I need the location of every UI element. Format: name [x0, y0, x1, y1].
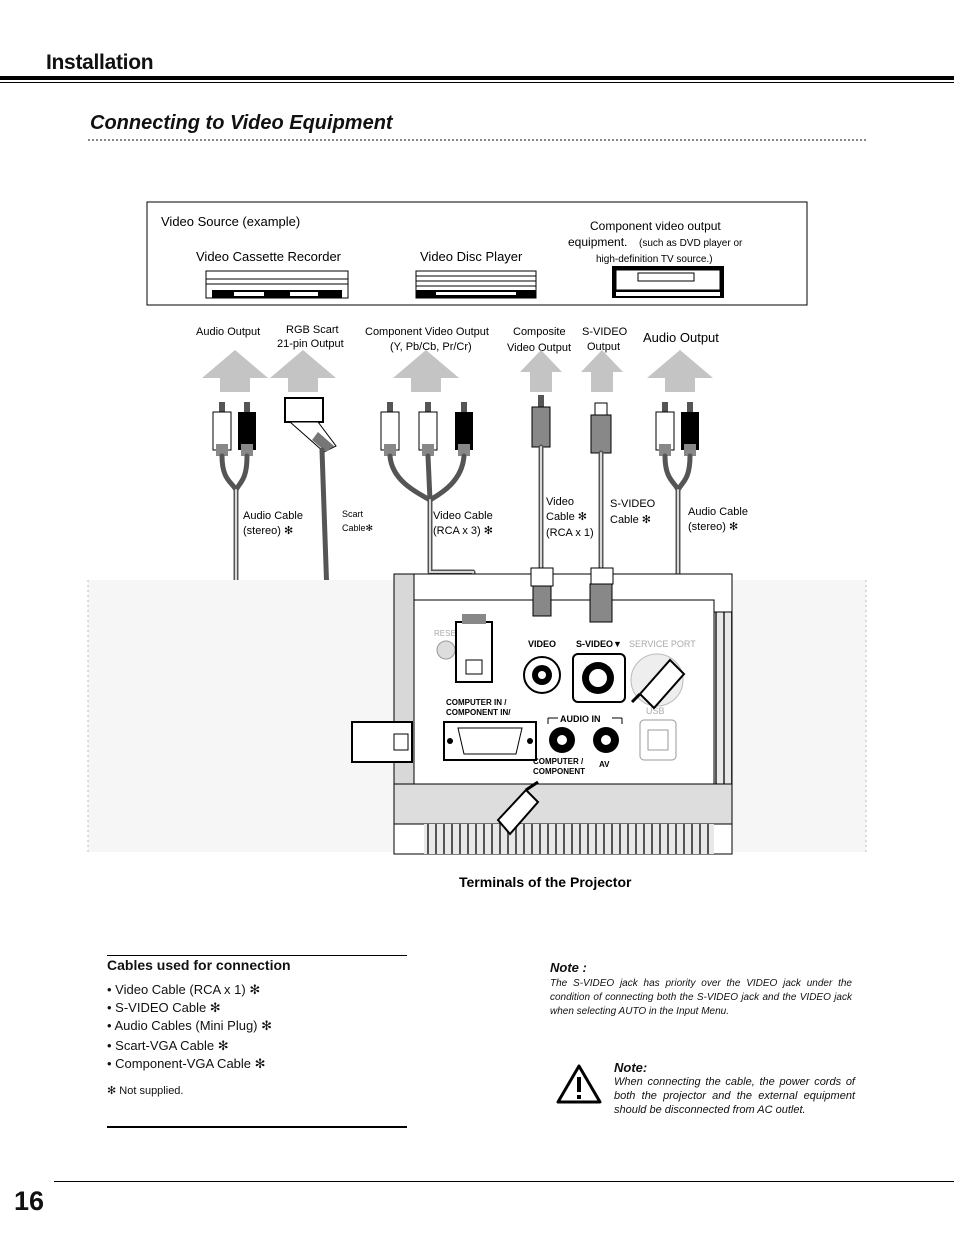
reset-label: RESET: [434, 629, 461, 638]
cable-item: • S-VIDEO Cable ✻: [107, 1000, 221, 1015]
component-equipment-line2: equipment.: [568, 235, 627, 249]
note-text-emphasis: S-VIDEO: [573, 978, 615, 989]
vcr-icon: [205, 270, 349, 299]
header-rule: [0, 76, 954, 80]
audio-cable-right-label-2: (stereo) ✻: [688, 521, 738, 533]
cable-item: • Video Cable (RCA x 1) ✻: [107, 982, 261, 997]
video-cable-rca1-label-2: Cable ✻: [546, 511, 587, 523]
component-output-label-1: Component Video Output: [365, 326, 489, 338]
svideo-connector: [589, 567, 614, 623]
audio-miniplug-service: [630, 658, 686, 710]
usb-label: USB: [646, 706, 665, 716]
computer-in-label-2: COMPONENT IN/: [446, 708, 511, 717]
cable-item: • Audio Cables (Mini Plug) ✻: [107, 1018, 273, 1033]
audio-output-label-1: Audio Output: [196, 326, 260, 338]
video-cable-rca3-label-2: (RCA x 3) ✻: [433, 525, 493, 537]
rgb-scart-label-1: RGB Scart: [286, 324, 339, 336]
audio-miniplug-bottom: [496, 780, 540, 836]
svideo-cable-label-1: S-VIDEO: [610, 498, 656, 510]
audio-in-av-jack: [593, 727, 619, 753]
audio-cable-left-label-1: Audio Cable: [243, 510, 303, 522]
page-number: 16: [14, 1186, 45, 1216]
video-cable-rca3-label-1: Video Cable: [433, 510, 493, 522]
video-cable-rca1-label-1: Video: [546, 496, 574, 508]
dvd-player-icon: [612, 266, 724, 298]
scart-vga-connector: [351, 721, 413, 763]
vcr-label: Video Cassette Recorder: [196, 249, 342, 264]
component-vga-connector: [455, 614, 493, 683]
video-jack-label: VIDEO: [528, 639, 556, 649]
note-text: The: [550, 978, 574, 989]
scart-plug: [284, 397, 337, 453]
component-equipment-note1: (such as DVD player or: [639, 238, 743, 249]
audio-cable-right-label-1: Audio Cable: [688, 506, 748, 518]
component-equipment-note2: high-definition TV source.): [596, 254, 713, 265]
svideo-jack: [572, 653, 626, 703]
audio-cable-left-label-2: (stereo) ✻: [243, 525, 293, 537]
cables-box-bottom-rule: [107, 1126, 407, 1128]
not-supplied-footnote: ✻ Not supplied.: [107, 1085, 184, 1097]
rgb-scart-label-2: 21-pin Output: [277, 338, 344, 350]
cables-list: • Video Cable (RCA x 1) ✻ • S-VIDEO Cabl…: [107, 981, 272, 1073]
svideo-jack-label: S-VIDEO▼: [576, 639, 622, 649]
scart-cable-label-1: Scart: [342, 509, 364, 519]
warning-note-heading: Note:: [614, 1060, 648, 1075]
warning-note-body: When connecting the cable, the power cor…: [614, 1076, 855, 1116]
disc-player-icon: [415, 270, 537, 299]
computer-in-label-1: COMPUTER IN /: [446, 698, 507, 707]
svideo-output-label-1: S-VIDEO: [582, 326, 628, 338]
computer-component-label-1: COMPUTER /: [533, 757, 584, 766]
note-heading: Note :: [550, 960, 587, 975]
composite-connector: [530, 567, 554, 617]
cables-heading: Cables used for connection: [107, 957, 291, 973]
connection-diagram: Video Source (example) Video Cassette Re…: [87, 201, 867, 890]
av-label: AV: [599, 760, 610, 769]
section-title: Installation: [46, 51, 154, 74]
audio-in-label: AUDIO IN: [560, 714, 601, 724]
audio-output-label-2: Audio Output: [643, 330, 719, 345]
rca-plugs-three: [380, 402, 473, 456]
svideo-cable-label-2: Cable ✻: [610, 514, 651, 526]
footer-rule: [54, 1181, 954, 1182]
cables-box-top-rule: [107, 955, 407, 956]
component-equipment-line1: Component video output: [590, 219, 721, 233]
video-source-label: Video Source (example): [161, 214, 300, 229]
service-port-label: SERVICE PORT: [629, 639, 696, 649]
scart-cable-label-2: Cable✻: [342, 523, 373, 533]
arrow-up-icon: [202, 350, 713, 392]
warning-icon: [556, 1064, 602, 1104]
composite-plug-top: [531, 395, 551, 448]
page-subtitle: Connecting to Video Equipment: [90, 112, 393, 134]
audio-plugs-left: [212, 402, 256, 456]
reset-button: [436, 640, 456, 660]
cable-item: • Scart-VGA Cable ✻: [107, 1038, 229, 1053]
video-jack: [523, 656, 561, 694]
svideo-plug-top: [590, 402, 612, 454]
disc-player-label: Video Disc Player: [420, 249, 523, 264]
video-cable-rca1-label-3: (RCA x 1): [546, 527, 594, 539]
note-text: jack has priority over the VIDEO jack un…: [550, 978, 852, 1017]
projector-terminals-caption: Terminals of the Projector: [459, 874, 632, 890]
header-rule-thin: [0, 82, 954, 83]
audio-plugs-right: [655, 402, 699, 456]
vga-port: [443, 721, 537, 761]
svideo-output-label-2: Output: [587, 341, 620, 353]
computer-component-label-2: COMPONENT: [533, 767, 585, 776]
note-body: The S-VIDEO jack has priority over the V…: [550, 977, 852, 1019]
composite-output-label-1: Composite: [513, 326, 566, 338]
component-output-label-2: (Y, Pb/Cb, Pr/Cr): [390, 341, 472, 353]
composite-output-label-2: Video Output: [507, 342, 571, 354]
cable-item: • Component-VGA Cable ✻: [107, 1056, 266, 1071]
dotted-divider: [88, 139, 866, 141]
audio-in-computer-jack: [549, 727, 575, 753]
usb-port: [639, 719, 677, 761]
